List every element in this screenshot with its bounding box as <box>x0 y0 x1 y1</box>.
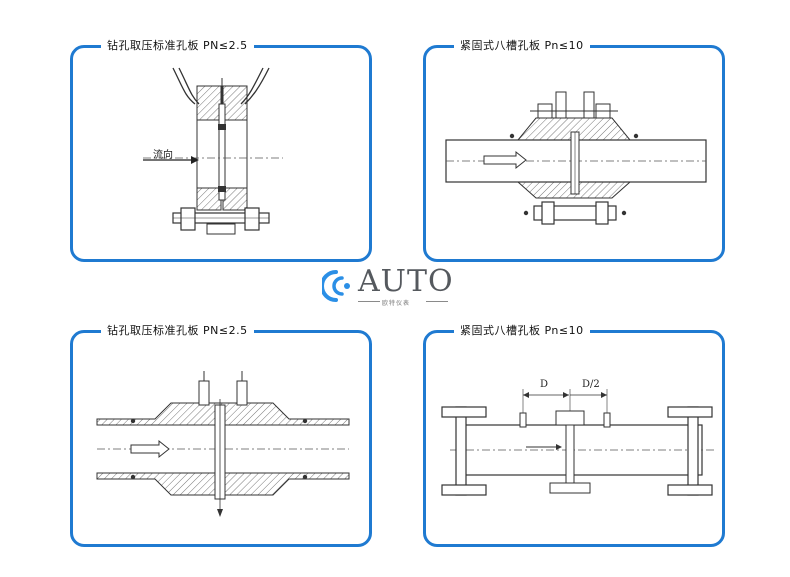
panel-title: 紧固式八槽孔板 Pn≤10 <box>454 38 590 54</box>
panel-title: 钻孔取压标准孔板 PN≤2.5 <box>101 38 254 54</box>
orifice-drawing-4 <box>441 389 716 496</box>
flow-direction-label: 流向 <box>153 150 173 161</box>
diagram-panel-eight-slot-bottom: 紧固式八槽孔板 Pn≤10 D D/2 <box>423 323 725 547</box>
diagram-panel-eight-slot-top: 紧固式八槽孔板 Pn≤10 <box>423 38 725 262</box>
logo-divider <box>426 301 448 302</box>
orifice-drawing-1 <box>143 67 283 235</box>
logo-wave-icon <box>322 270 350 302</box>
orifice-drawing-3 <box>96 371 350 517</box>
dimension-label-half-d: D/2 <box>582 379 600 390</box>
diagram-panel-drilled-orifice-top: 钻孔取压标准孔板 PN≤2.5 <box>70 38 372 262</box>
panel-title: 钻孔取压标准孔板 PN≤2.5 <box>101 323 254 339</box>
dimension-label-d: D <box>540 379 549 390</box>
logo-divider <box>358 301 380 302</box>
company-logo: AUTO 欧特仪表 <box>322 264 472 310</box>
logo-subtitle: 欧特仪表 <box>382 300 411 307</box>
panel-title: 紧固式八槽孔板 Pn≤10 <box>454 323 590 339</box>
orifice-drawing-2 <box>445 91 707 225</box>
diagram-panel-drilled-orifice-bottom: 钻孔取压标准孔板 PN≤2.5 <box>70 323 372 547</box>
logo-text: AUTO <box>358 264 454 299</box>
